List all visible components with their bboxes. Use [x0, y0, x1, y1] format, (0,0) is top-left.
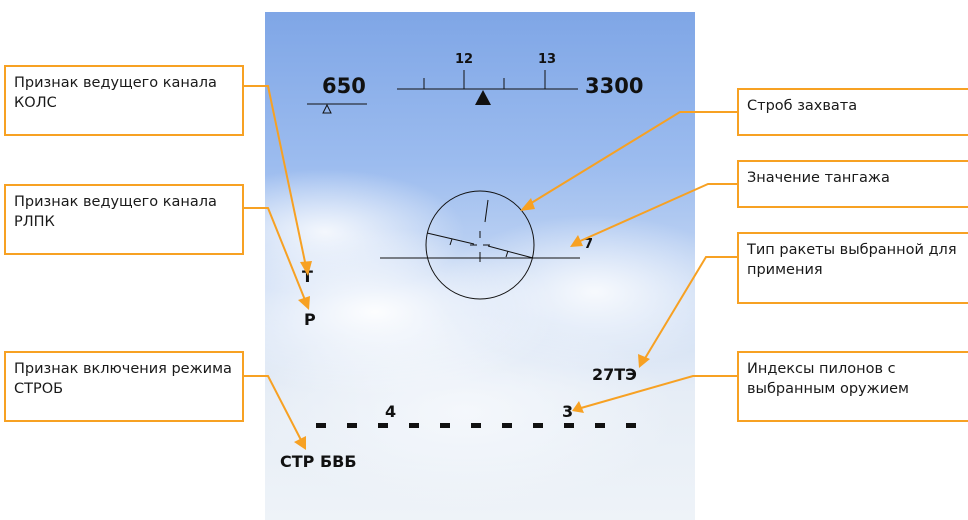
- heading-pointer-icon: [475, 90, 491, 105]
- leader-capture-arrowhead: [520, 198, 535, 211]
- callout-capture-strobe: Строб захвата: [737, 88, 968, 136]
- leader-capture: [527, 111, 737, 206]
- kols-channel-marker: T: [302, 267, 313, 286]
- callout-missile-type: Тип ракеты выбранной для примения: [737, 232, 968, 304]
- speed-marker-icon: [322, 103, 332, 114]
- leader-pylons: [580, 375, 737, 409]
- pylon-index-4: 4: [385, 402, 397, 421]
- pitch-value: 7: [584, 237, 594, 252]
- callout-kols-channel: Признак ведущего канала КОЛС: [4, 65, 244, 136]
- leader-rlpk: [243, 207, 306, 301]
- leader-strob-arrowhead: [294, 436, 306, 450]
- aircraft-symbol: [426, 199, 534, 262]
- heading-tick-label-13: 13: [538, 52, 557, 67]
- capture-strobe-circle: [425, 190, 535, 300]
- leader-kols-arrowhead: [300, 261, 312, 276]
- leader-rlpk-arrowhead: [298, 296, 310, 310]
- leader-strob: [243, 375, 302, 441]
- leader-pylons-arrowhead: [572, 401, 584, 413]
- pylon-index-3: 3: [562, 402, 574, 421]
- callout-pitch-value: Значение тангажа: [737, 160, 968, 208]
- speed-readout: 650: [322, 74, 366, 98]
- callout-strob-mode: Признак включения режима СТРОБ: [4, 351, 244, 422]
- callout-rlpk-channel: Признак ведущего канала РЛПК: [4, 184, 244, 255]
- missile-type-label: 27ТЭ: [592, 365, 637, 384]
- leader-kols: [243, 85, 306, 263]
- leader-pitch-arrowhead: [570, 235, 583, 247]
- heading-tick-label-12: 12: [455, 52, 474, 67]
- callout-pylon-indices: Индексы пилонов с выбранным оружием: [737, 351, 968, 422]
- pylon-dash-row: [316, 423, 636, 428]
- leader-missile-arrowhead: [638, 354, 650, 368]
- altitude-readout: 3300: [585, 74, 644, 98]
- rlpk-channel-marker: P: [304, 310, 316, 329]
- strob-mode-text: СТР БВБ: [280, 452, 357, 471]
- heading-scale: [397, 70, 578, 90]
- leader-missile: [643, 256, 737, 361]
- leader-pitch: [577, 183, 737, 243]
